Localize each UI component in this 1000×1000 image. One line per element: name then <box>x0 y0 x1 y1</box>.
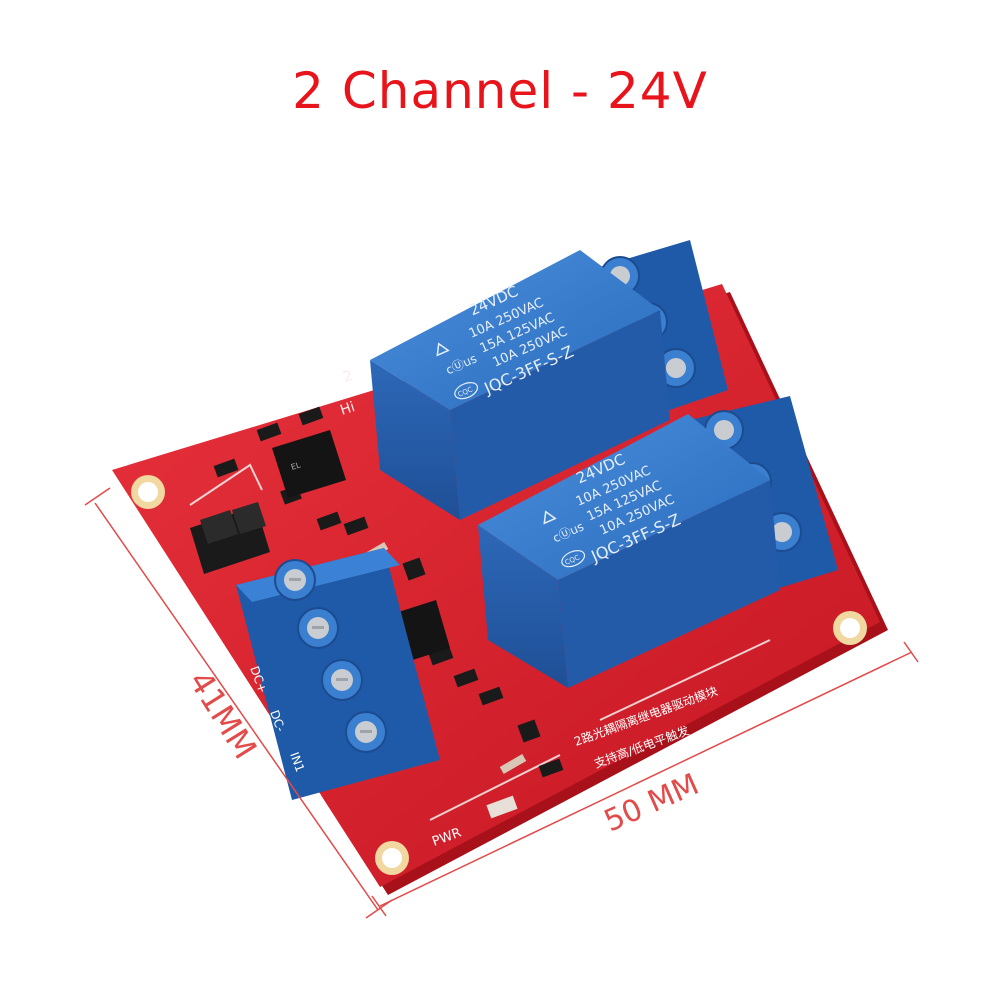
warning-icon <box>543 510 557 525</box>
dimension-width-label: 50 MM <box>599 767 704 839</box>
jumper-label: S1 S2 <box>169 594 194 631</box>
mounting-hole <box>131 475 165 509</box>
optocoupler: EL <box>272 430 346 498</box>
dimension-width <box>371 641 919 917</box>
relay-2: 24VDC 10A 250VAC 15A 125VAC 10A 250VAC c… <box>478 414 780 688</box>
mounting-hole <box>833 611 867 645</box>
svg-text:EL: EL <box>290 460 302 472</box>
terminal-label-in2: IN2 <box>309 792 329 816</box>
silk-label-2: 2 <box>341 368 354 386</box>
mounting-hole <box>375 841 409 875</box>
page-title: 2 Channel - 24V <box>292 62 708 120</box>
silk-label-hi: Hi <box>338 399 357 419</box>
warning-icon <box>436 342 450 357</box>
input-terminal-block: DC+ DC- IN1 IN2 <box>236 548 440 816</box>
terminal-label-in1: IN1 <box>287 750 307 774</box>
